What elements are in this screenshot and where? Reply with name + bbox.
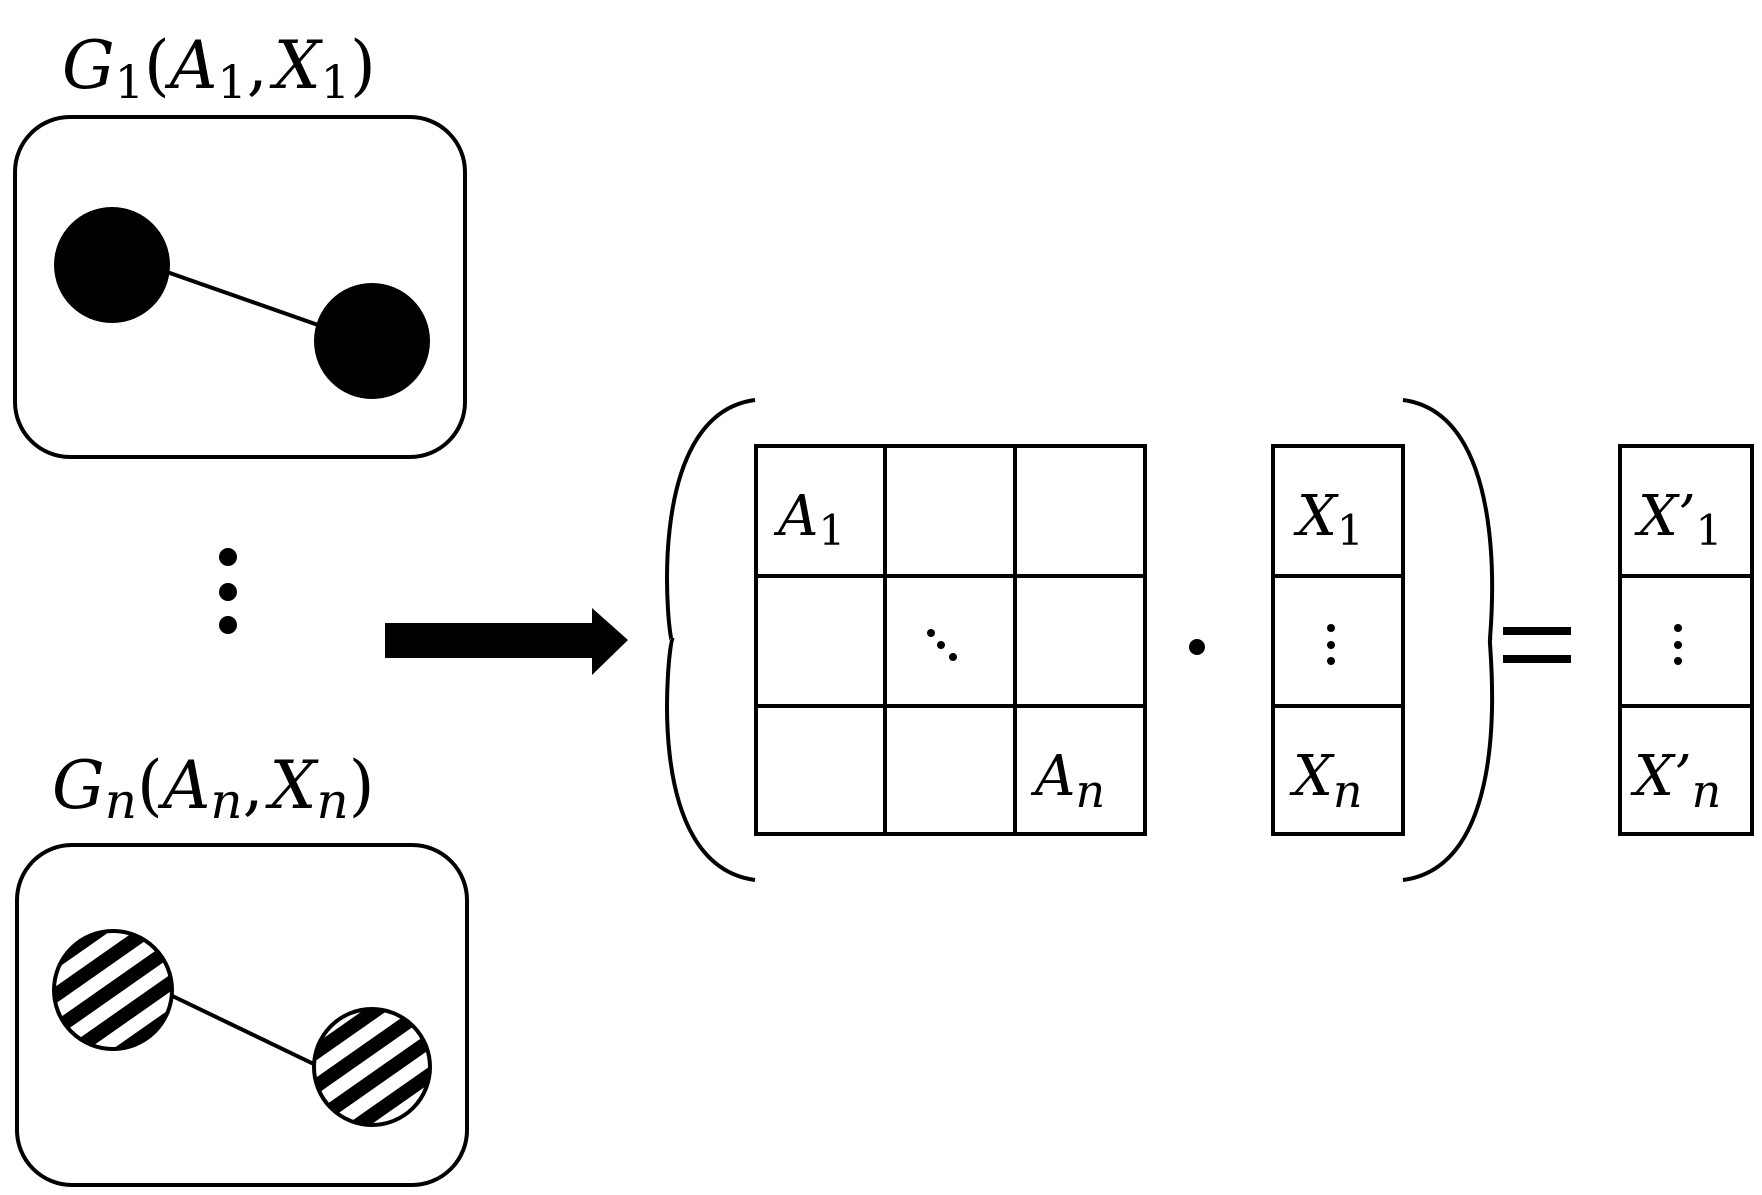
graph-bottom-x-sub: n — [317, 772, 349, 830]
graph-bottom-a: A — [157, 747, 211, 824]
graph-bottom-g: G — [52, 747, 105, 824]
graph-bottom-edge — [159, 988, 323, 1070]
block-matrix — [754, 444, 1147, 836]
vertical-ellipsis — [219, 548, 237, 634]
feature-vector-x1: X1 — [1293, 484, 1364, 555]
feature-vector-xn: Xn — [1289, 744, 1363, 818]
output-vector-xn-prime: X’n — [1630, 744, 1721, 818]
feature-vector-ellipsis — [1327, 624, 1335, 665]
output-vector-ellipsis — [1674, 624, 1682, 665]
graph-bottom-x: X — [265, 747, 320, 824]
right-arrow — [385, 608, 628, 675]
graph-top-a: A — [164, 27, 218, 104]
graph-top-x-sub: 1 — [321, 55, 350, 109]
multiplication-dot — [1189, 639, 1205, 655]
output-vector-x1-prime: X’1 — [1634, 484, 1722, 555]
left-parenthesis — [665, 398, 756, 882]
graph-bottom-node-1 — [52, 929, 174, 1051]
graph-top-x: X — [269, 27, 324, 104]
graph-top-g: G — [62, 27, 115, 104]
graph-top-comma: , — [247, 27, 268, 104]
graph-top-node-1 — [54, 207, 170, 323]
graph-bottom-label: Gn(An,Xn) — [52, 747, 375, 830]
matrix-diagonal-ellipsis — [927, 629, 957, 661]
graph-top-box — [13, 115, 467, 459]
graph-bottom-open-paren: ( — [137, 747, 163, 824]
graph-top-g-sub: 1 — [115, 55, 144, 109]
feature-vector — [1271, 444, 1405, 836]
output-vector — [1618, 444, 1754, 836]
graph-top-label: G1(A1,X1) — [62, 27, 376, 109]
graph-top-close-paren: ) — [350, 27, 376, 104]
graph-bottom-node-2 — [312, 1007, 432, 1127]
graph-bottom-close-paren: ) — [349, 747, 375, 824]
matrix-cell-a1: A1 — [773, 484, 845, 555]
graph-bottom-g-sub: n — [105, 772, 137, 830]
matrix-cell-an: An — [1030, 744, 1105, 818]
graph-bottom-a-sub: n — [210, 772, 242, 830]
graph-top-open-paren: ( — [144, 27, 170, 104]
graph-top-node-2 — [314, 283, 430, 399]
graph-bottom-box — [15, 843, 469, 1187]
right-parenthesis — [1402, 398, 1495, 882]
graph-bottom-comma: , — [243, 747, 264, 824]
graph-top-a-sub: 1 — [217, 55, 246, 109]
equals-sign — [1503, 627, 1571, 663]
